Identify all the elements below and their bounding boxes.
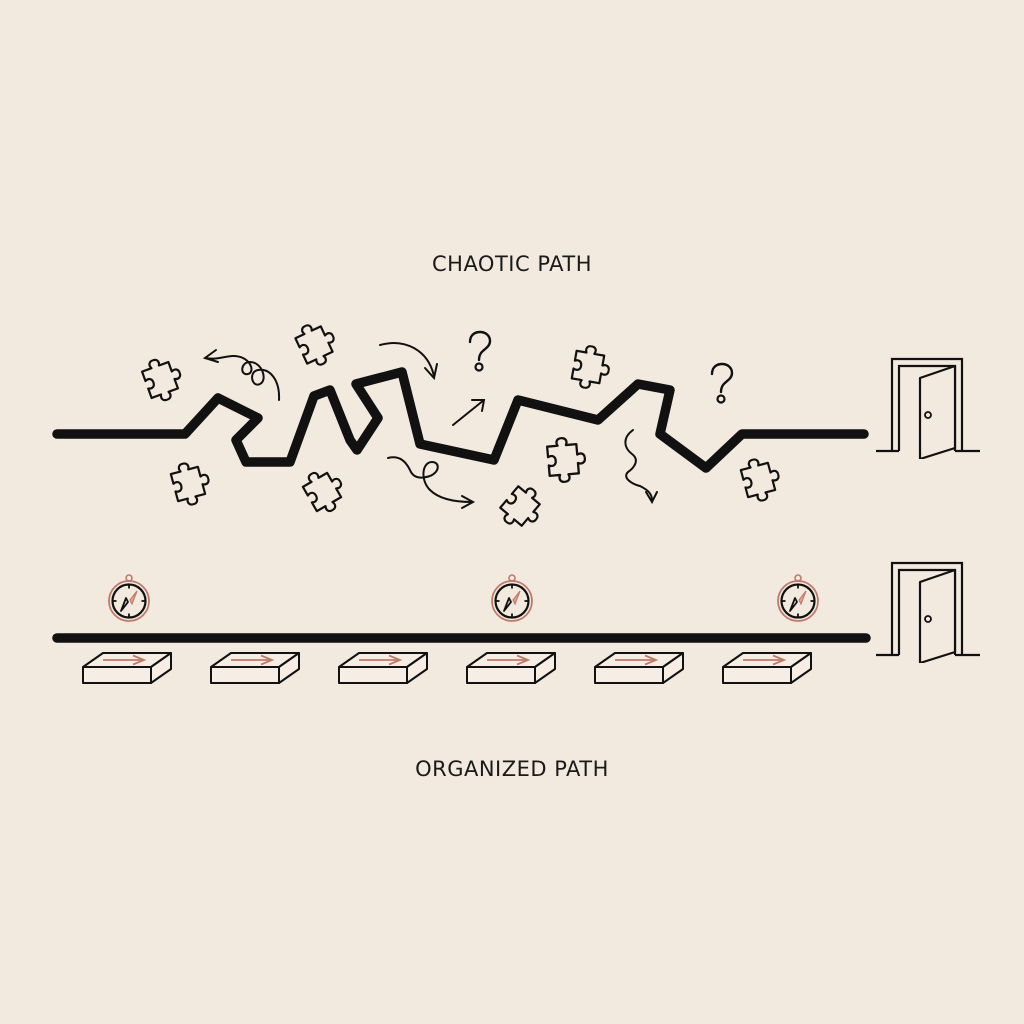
question-mark-icon (468, 330, 492, 372)
stepping-stone-icon (210, 652, 300, 684)
puzzle-piece-icon (291, 315, 344, 372)
curved-arrow-icon (379, 342, 438, 381)
organized-path-title: ORGANIZED PATH (415, 757, 609, 781)
puzzle-piece-icon (569, 342, 614, 393)
puzzle-piece-icon (138, 351, 189, 406)
compass-icon (107, 573, 151, 623)
compass-icon (776, 573, 820, 623)
puzzle-piece-icon (737, 453, 785, 506)
door-icon (876, 357, 980, 459)
chaotic-section (52, 315, 980, 537)
stepping-stone-icon (82, 652, 172, 684)
puzzle-piece-icon (298, 462, 352, 519)
puzzle-piece-icon (167, 457, 215, 510)
stepping-stone-icon (722, 652, 812, 684)
squiggle-arrow-icon (387, 456, 476, 509)
stepping-stone-icon (338, 652, 428, 684)
compass-icon (490, 573, 534, 623)
door-icon (876, 561, 980, 663)
arrow-up-right-icon (452, 399, 486, 426)
question-mark-icon (710, 362, 734, 404)
stepping-stone-icon (594, 652, 684, 684)
chaotic-path-title: CHAOTIC PATH (431, 252, 592, 276)
chaotic-path-line (52, 367, 869, 473)
stepping-stone-icon (466, 652, 556, 684)
puzzle-piece-icon (545, 435, 588, 485)
curly-arrow-icon (202, 349, 281, 401)
puzzle-piece-icon (494, 479, 551, 537)
organized-section (52, 561, 980, 684)
squiggle-down-arrow-icon (624, 429, 658, 505)
